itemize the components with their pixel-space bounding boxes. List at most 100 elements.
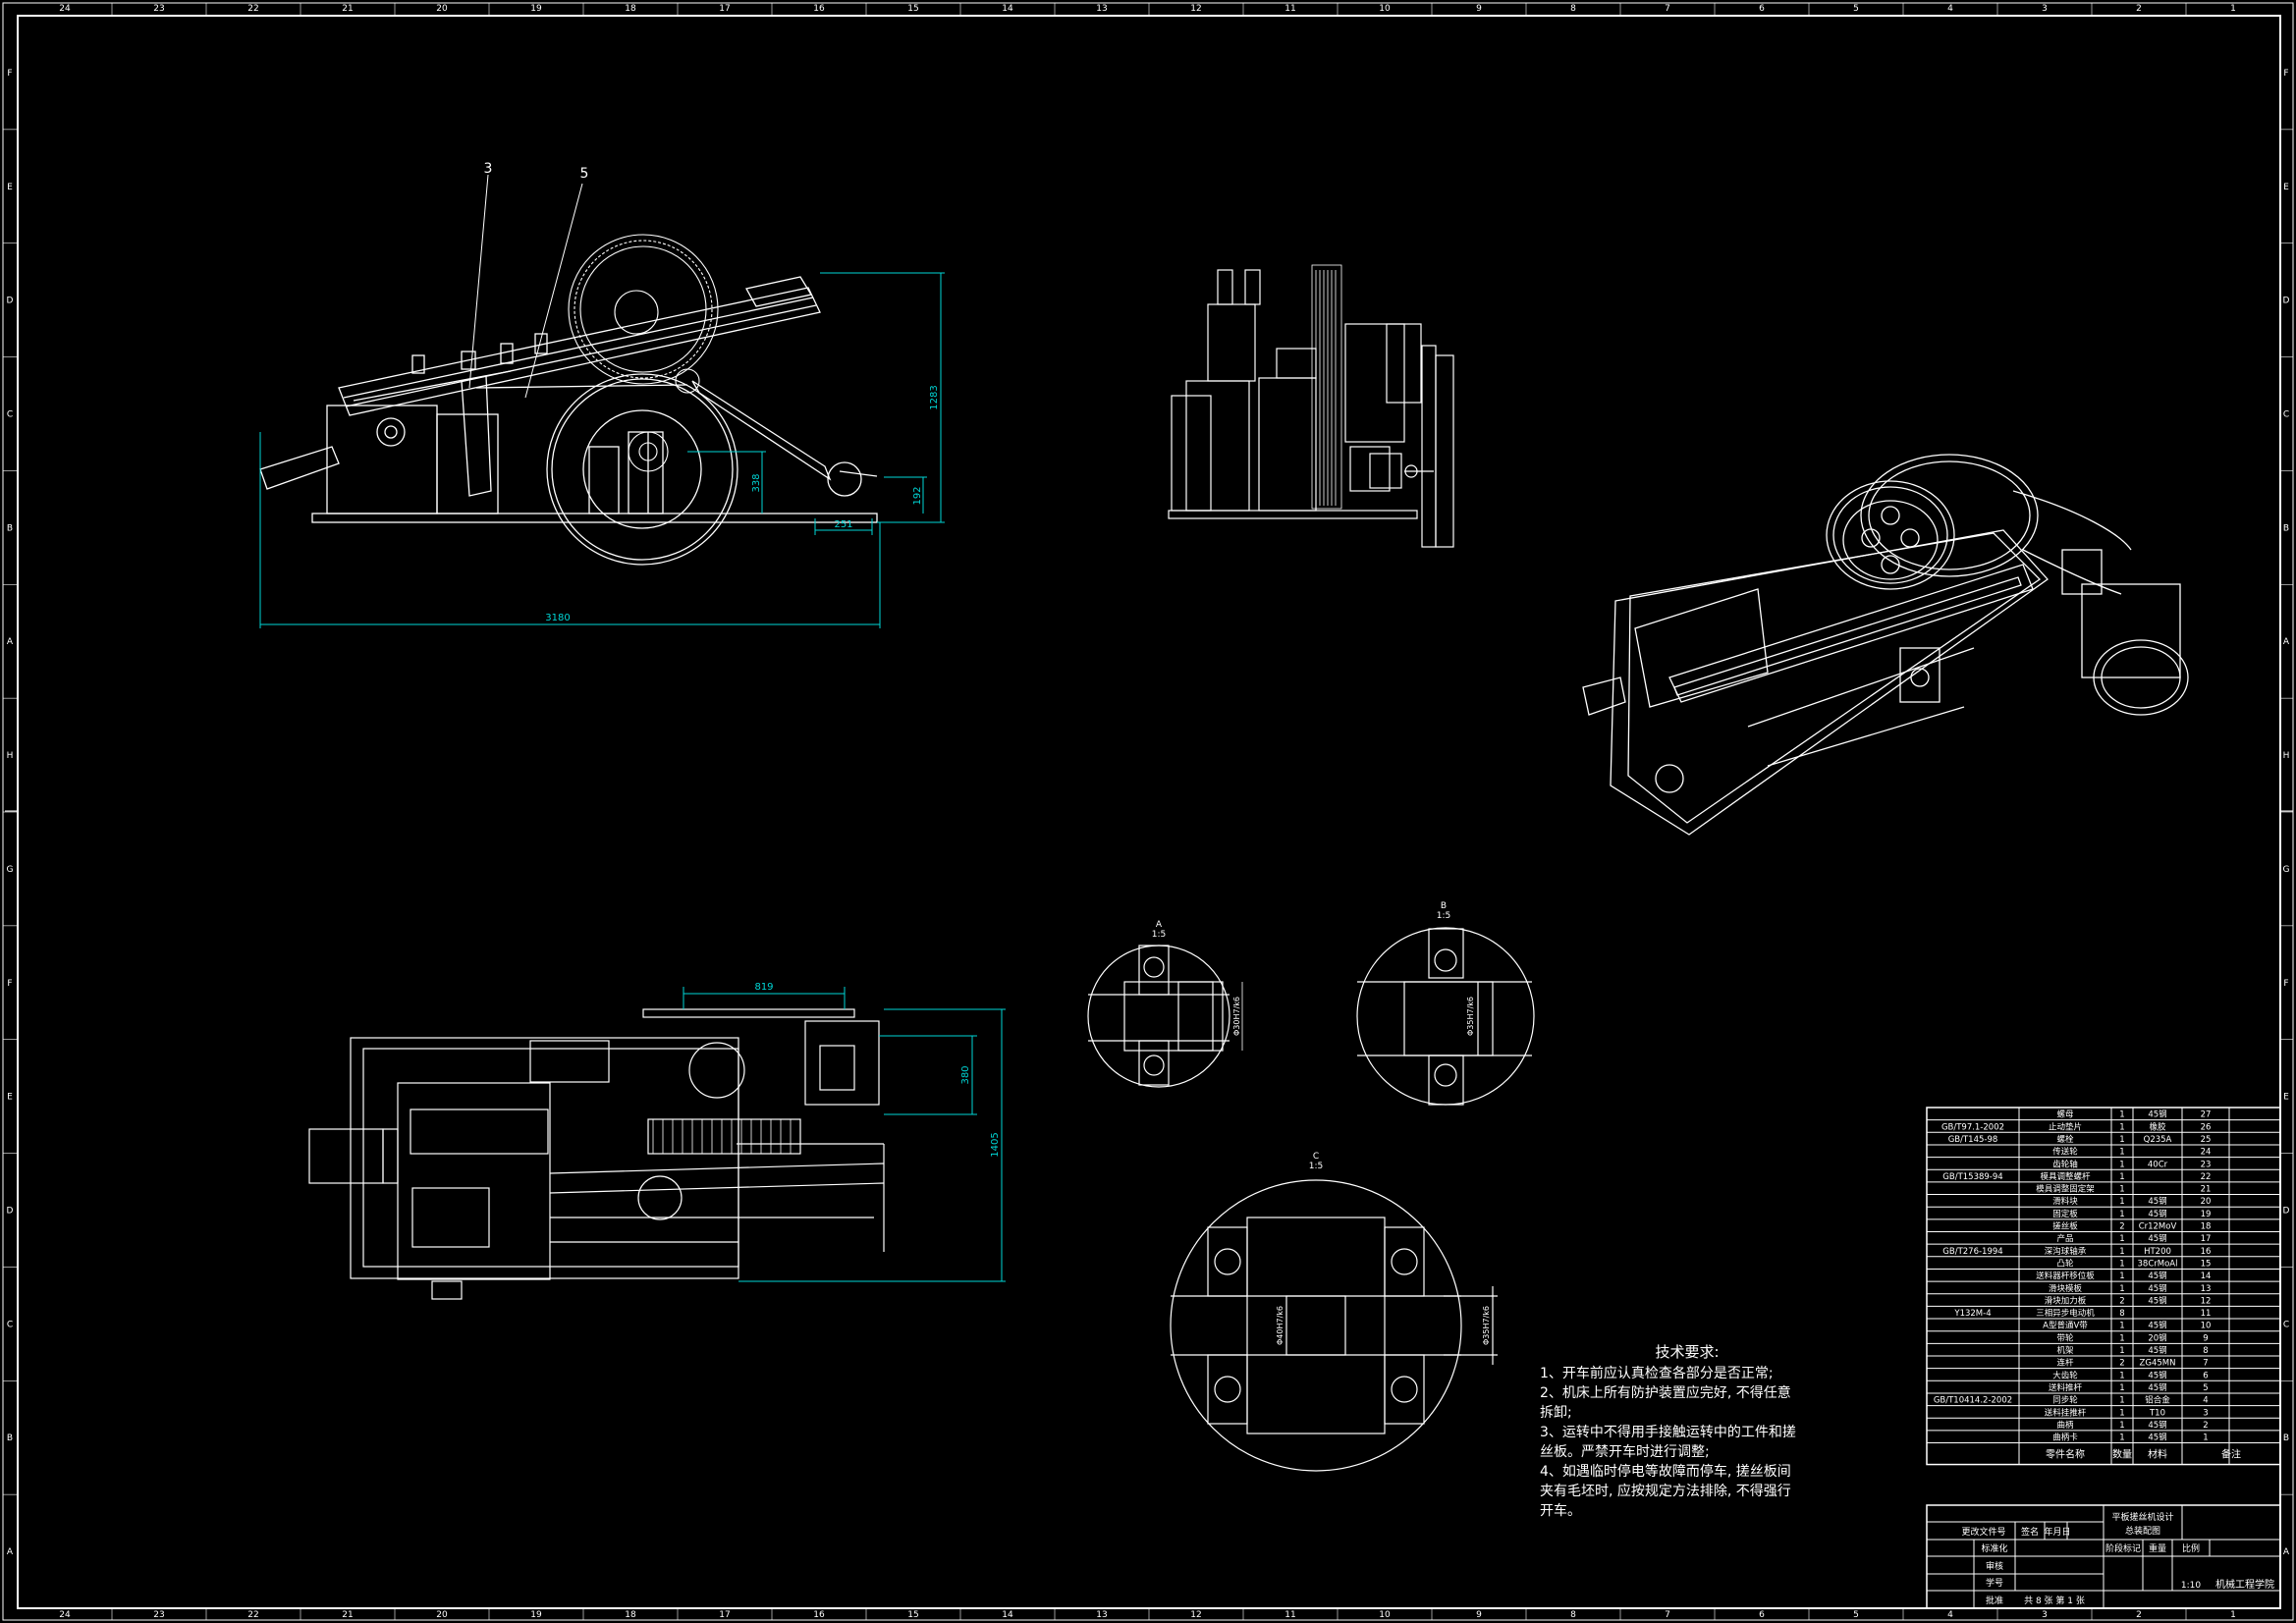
detail-a-scale: 1:5: [1152, 930, 1166, 940]
standardization-label: 标准化: [1981, 1542, 2007, 1554]
bom-number: 4: [2203, 1396, 2208, 1406]
bom-number: 1: [2203, 1434, 2208, 1443]
zone-number: 8: [1570, 4, 1576, 14]
bom-qty: 1: [2119, 1185, 2124, 1195]
zone-number: 20: [436, 4, 448, 14]
zone-letter: C: [2283, 1320, 2289, 1329]
bom-number: 13: [2201, 1284, 2212, 1294]
bom-material: 橡胶: [2149, 1121, 2166, 1132]
student-id-label: 学号: [1986, 1577, 2003, 1589]
zone-number: 22: [247, 1610, 258, 1620]
zone-number: 3: [2042, 4, 2048, 14]
bom-number: 18: [2201, 1222, 2212, 1232]
bom-material: 45钢: [2148, 1433, 2166, 1443]
plan-dimensions: [683, 987, 1006, 1282]
tech-line-6: 4、如遇临时停电等故障而停车, 搓丝板间: [1540, 1464, 1791, 1480]
detail-a-dim: Φ30H7/k6: [1232, 997, 1241, 1036]
front-view: [259, 234, 878, 566]
bom-name: 同步轮: [2052, 1395, 2078, 1406]
bom-std: GB/T145-98: [1948, 1135, 1998, 1145]
detail-c: [1170, 1179, 1498, 1472]
bom-material: 45钢: [2148, 1420, 2166, 1431]
dim-192: 192: [912, 486, 923, 505]
bom-name: 固定板: [2052, 1209, 2078, 1219]
bom-qty: 1: [2119, 1110, 2124, 1120]
balloon-3: 3: [484, 161, 493, 177]
zone-number: 17: [719, 1610, 730, 1620]
zone-number: 11: [1285, 1610, 1295, 1620]
bom-name: 止动垫片: [2049, 1121, 2082, 1132]
bom-qty: 1: [2119, 1259, 2124, 1269]
bom-number: 16: [2201, 1247, 2212, 1257]
stage-mark-label: 阶段标记: [2105, 1542, 2141, 1554]
zone-number: 6: [1759, 1610, 1765, 1620]
zone-number: 20: [436, 1610, 448, 1620]
scale-value: 1:10: [2181, 1581, 2201, 1591]
bom-material: 45钢: [2148, 1295, 2166, 1306]
bom-number: 26: [2201, 1122, 2212, 1132]
zone-letter: H: [2283, 751, 2290, 761]
zone-number: 7: [1665, 4, 1670, 14]
bom-name: 连杆: [2056, 1358, 2074, 1369]
bom-name: 机架: [2056, 1345, 2074, 1356]
zone-letter: C: [2283, 410, 2289, 420]
bom-header-cell: 材料: [2148, 1448, 2167, 1461]
zone-number: 7: [1665, 1610, 1670, 1620]
bom-qty: 1: [2119, 1160, 2124, 1169]
isometric-view: [1582, 454, 2189, 836]
zone-number: 10: [1379, 4, 1391, 14]
bom-name: 传送轮: [2052, 1147, 2078, 1158]
tech-requirements-title: 技术要求:: [1655, 1343, 1720, 1361]
zone-ticks: [3, 3, 2293, 1620]
zone-number: 15: [907, 4, 918, 14]
zone-number: 11: [1285, 4, 1295, 14]
zone-number: 14: [1002, 4, 1013, 14]
zone-letter: B: [7, 523, 13, 533]
tech-line-4: 3、运转中不得用手接触运转中的工件和搓: [1540, 1425, 1796, 1440]
front-dimension-text: 3180 1283 338 192 251: [545, 385, 940, 623]
zone-letter: A: [7, 1547, 14, 1557]
detail-b-dim: Φ35H7/k6: [1466, 997, 1475, 1036]
bom-qty: 1: [2119, 1135, 2124, 1145]
bom-name: 齿轮轴: [2052, 1159, 2078, 1169]
title-line-2: 总装配图: [2125, 1525, 2160, 1537]
detail-b-label: B: [1441, 901, 1447, 911]
dim-380: 380: [960, 1065, 971, 1084]
bom-material: ZG45MN: [2140, 1359, 2176, 1369]
sheet-count: 共 8 张 第 1 张: [2024, 1595, 2085, 1606]
zone-number: 19: [530, 1610, 542, 1620]
detail-a-label: A: [1156, 920, 1163, 930]
bom-number: 5: [2203, 1383, 2208, 1393]
zone-letter: E: [2283, 1093, 2289, 1103]
zone-labels: 2424232322222121202019191818171716161515…: [7, 4, 2290, 1620]
dim-total-length: 3180: [545, 613, 570, 623]
zone-letter: F: [2283, 69, 2288, 79]
zone-number: 3: [2042, 1610, 2048, 1620]
bom-number: 9: [2203, 1333, 2208, 1343]
zone-number: 18: [625, 4, 636, 14]
bom-name: 滑料块: [2052, 1196, 2078, 1207]
bom-qty: 1: [2119, 1271, 2124, 1281]
bom-number: 27: [2201, 1110, 2212, 1120]
dim-819: 819: [754, 982, 773, 993]
balloon-leaders: [468, 174, 583, 399]
bom-number: 23: [2201, 1160, 2212, 1169]
zone-letter: H: [7, 751, 14, 761]
zone-letter: C: [7, 1320, 13, 1329]
bom-qty: 1: [2119, 1322, 2124, 1331]
bom-number: 20: [2201, 1197, 2212, 1207]
bom-qty: 1: [2119, 1371, 2124, 1380]
bom-qty: 2: [2119, 1359, 2124, 1369]
bom-qty: 1: [2119, 1421, 2124, 1431]
bom-number: 11: [2201, 1309, 2212, 1319]
bom-header-cell: 零件名称: [2046, 1448, 2085, 1461]
zone-letter: G: [2283, 865, 2290, 875]
zone-number: 15: [907, 1610, 918, 1620]
bom-number: 8: [2203, 1346, 2208, 1356]
bom-qty: 2: [2119, 1222, 2124, 1232]
bom-name: 螺栓: [2056, 1134, 2074, 1145]
bom-name: 螺母: [2056, 1109, 2073, 1120]
bom-qty: 1: [2119, 1333, 2124, 1343]
bom-qty: 1: [2119, 1234, 2124, 1244]
